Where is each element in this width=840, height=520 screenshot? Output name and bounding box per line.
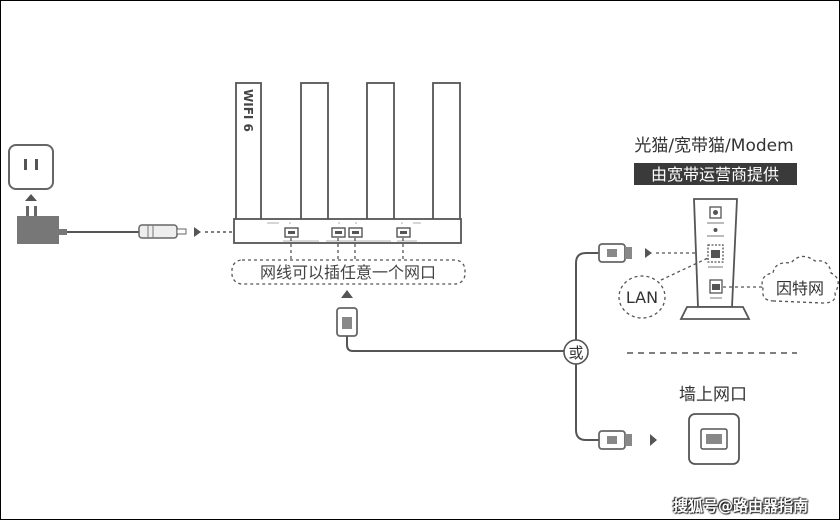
- power-adapter-icon: [17, 206, 67, 244]
- or-label: 或: [568, 344, 583, 362]
- port-hint-box: [231, 259, 466, 285]
- router-icon: [233, 82, 462, 244]
- port-guide-lines: [290, 238, 404, 260]
- branch-to-wall: [575, 364, 599, 441]
- power-socket-icon: [8, 144, 54, 190]
- dc-plug-icon: [138, 224, 187, 239]
- arrow-right-icon: [194, 227, 201, 237]
- router-lan-port-1: [284, 227, 299, 238]
- router-wan-port: [396, 227, 411, 238]
- arrow-up-icon: [25, 194, 37, 201]
- router-lan-port-3: [348, 227, 363, 238]
- modem-ethernet-plug-icon: [598, 243, 632, 263]
- port-hint-text: 网线可以插任意一个网口: [260, 263, 436, 282]
- wall-ethernet-plug-icon: [598, 430, 632, 450]
- watermark: 搜狐号@路由器指南: [673, 497, 809, 515]
- lan-bubble: [618, 275, 666, 319]
- modem-lan-port: [707, 244, 724, 268]
- arrow-up-icon: [341, 290, 353, 298]
- wall-jack-icon: [688, 413, 740, 465]
- ethernet-cable: [346, 336, 564, 352]
- router-lan-port-2: [331, 227, 346, 238]
- modem-subtitle-bg: [634, 163, 797, 185]
- arrow-right-icon: [645, 248, 652, 258]
- branch-to-modem: [575, 252, 599, 340]
- router-brand-label: WIFI 6: [241, 89, 255, 132]
- wall-label: 墙上网口: [679, 385, 747, 405]
- internet-cloud-icon: [761, 255, 839, 304]
- lan-bubble-label: LAN: [626, 288, 658, 307]
- modem-subtitle: 由宽带运营商提供: [651, 165, 779, 184]
- modem-title: 光猫/宽带猫/Modem: [634, 136, 793, 156]
- internet-label: 因特网: [776, 279, 824, 298]
- arrow-right-icon: [650, 434, 657, 446]
- router-ethernet-plug-icon: [336, 307, 358, 337]
